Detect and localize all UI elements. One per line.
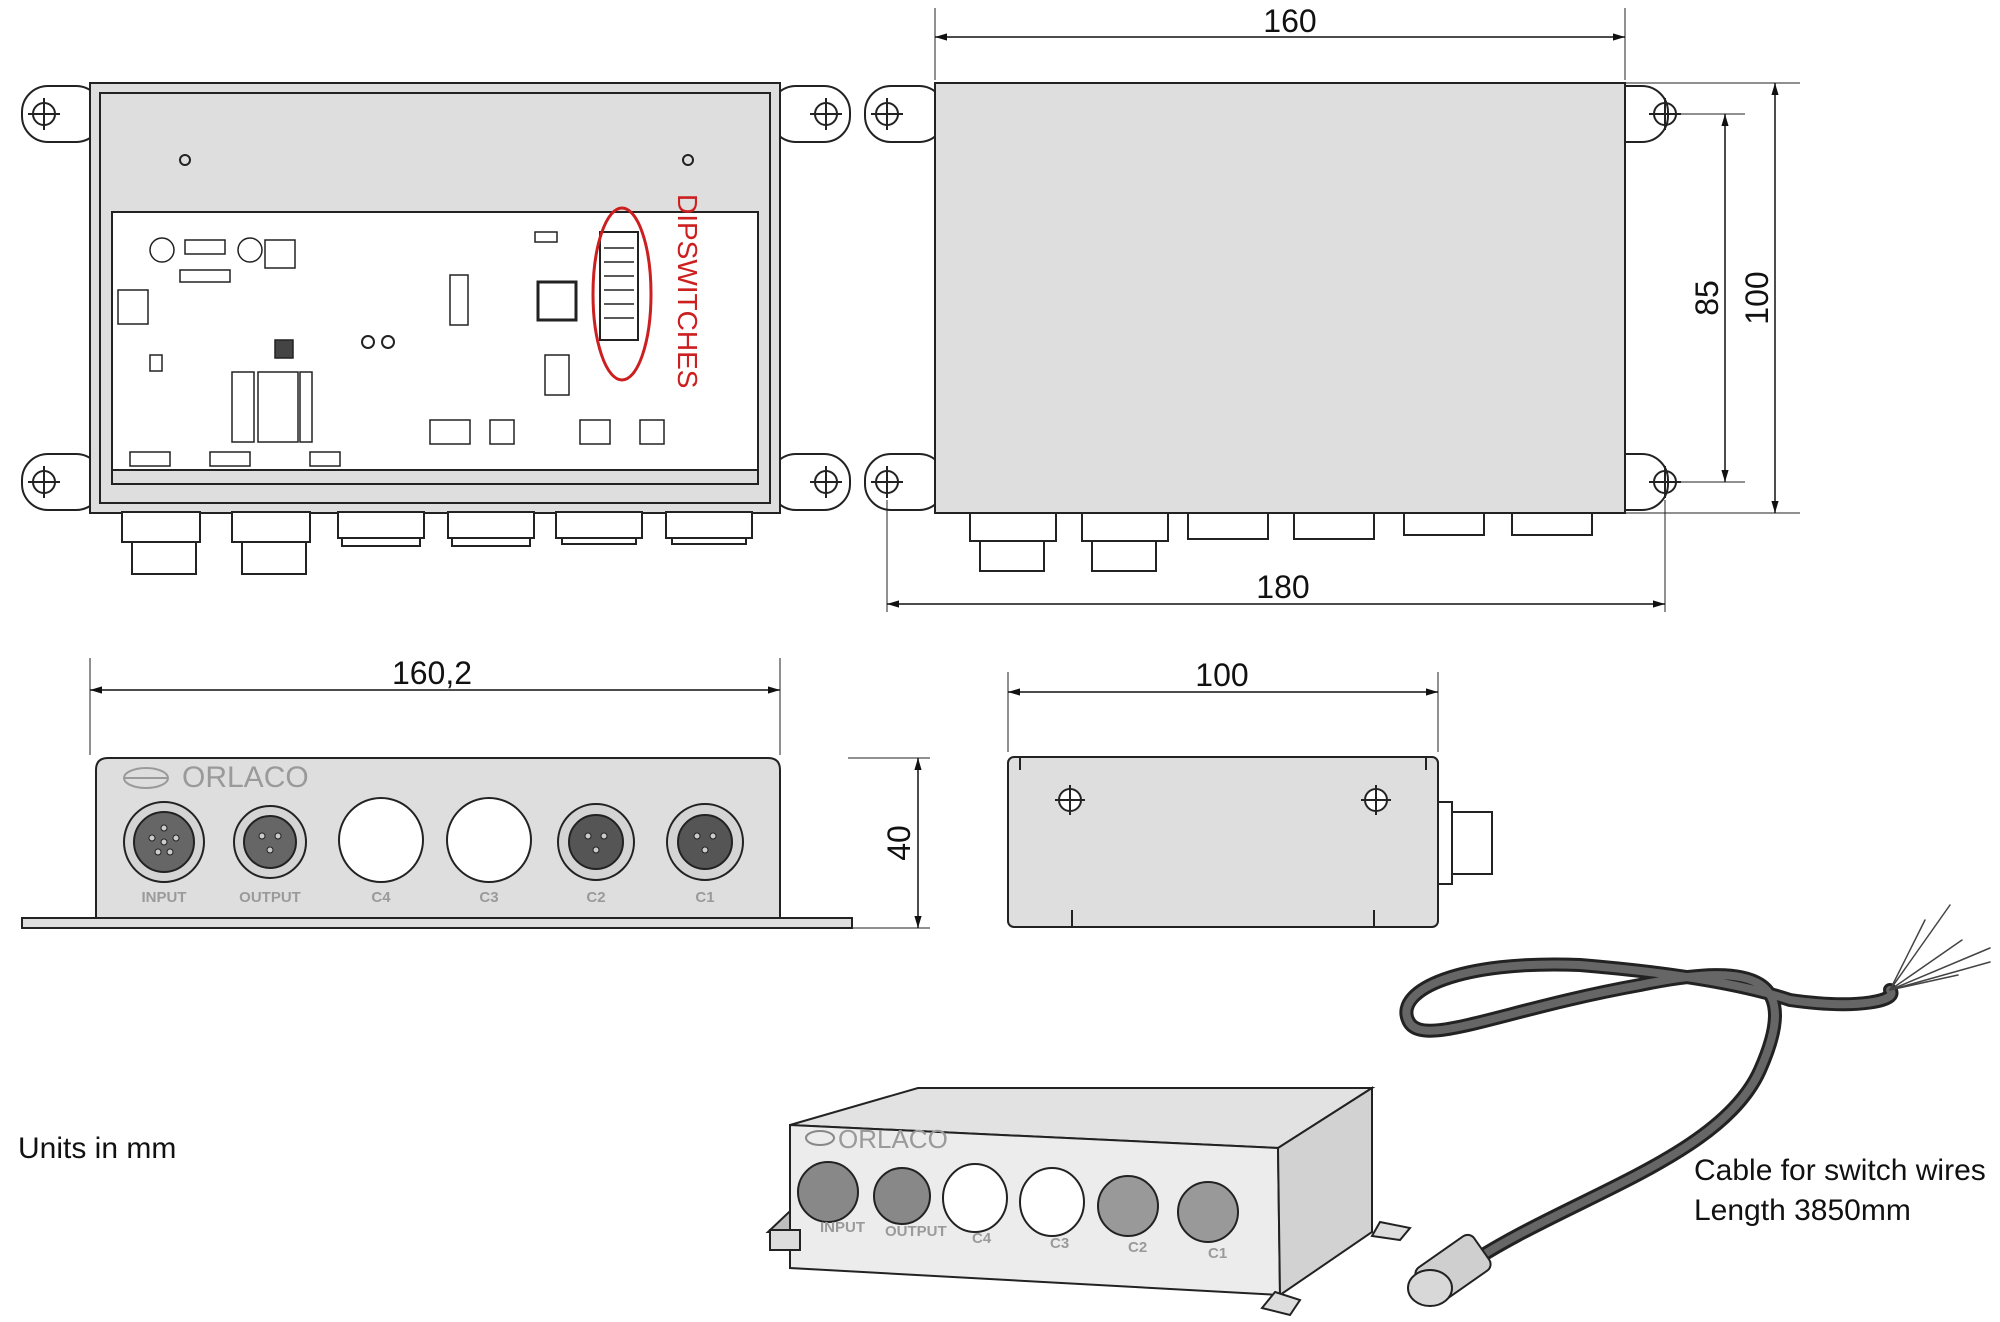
iso-label-output: OUTPUT	[885, 1223, 947, 1240]
pcb-components	[117, 231, 665, 467]
dimension-front-height: 40	[881, 825, 917, 861]
dimension-front-width: 160,2	[392, 655, 472, 691]
front-view	[21, 658, 930, 929]
dipswitches-label: DIPSWITCHES	[672, 194, 703, 388]
dipswitch-highlight	[591, 206, 653, 382]
dimension-lines-front	[90, 686, 922, 928]
top-view-closed	[864, 8, 1800, 612]
isometric-view	[765, 1086, 1412, 1317]
port-label-c1: C1	[695, 889, 714, 906]
side-view	[1007, 672, 1493, 928]
connector-row-closed	[969, 512, 1593, 572]
port-label-c2: C2	[586, 889, 605, 906]
mounting-hole	[28, 98, 842, 498]
top-view-open	[21, 82, 851, 575]
dimension-lines-top	[887, 33, 1779, 608]
connector-row-top	[111, 469, 759, 575]
units-note: Units in mm	[18, 1132, 176, 1165]
brand-logo-front: ORLACO	[182, 761, 309, 794]
dimension-overall-width: 180	[1256, 569, 1309, 605]
port-label-c4: C4	[371, 889, 391, 906]
port-label-output: OUTPUT	[239, 889, 301, 906]
brand-logo-iso: ORLACO	[838, 1124, 948, 1154]
dimension-height-inner: 85	[1689, 280, 1725, 316]
cable-note-line2: Length 3850mm	[1694, 1194, 1911, 1227]
dimension-top-width: 160	[1263, 3, 1316, 39]
port-label-c3: C3	[479, 889, 498, 906]
cable-illustration	[1399, 904, 1991, 1307]
cable-note-line1: Cable for switch wires	[1694, 1154, 1986, 1187]
port-label-input: INPUT	[142, 889, 187, 906]
iso-label-c3: C3	[1050, 1235, 1069, 1252]
dimension-side-width: 100	[1195, 657, 1248, 693]
dimension-height-outer: 100	[1739, 271, 1775, 324]
iso-label-input: INPUT	[820, 1219, 865, 1236]
iso-label-c4: C4	[972, 1230, 992, 1247]
iso-label-c2: C2	[1128, 1239, 1147, 1256]
iso-label-c1: C1	[1208, 1245, 1227, 1262]
